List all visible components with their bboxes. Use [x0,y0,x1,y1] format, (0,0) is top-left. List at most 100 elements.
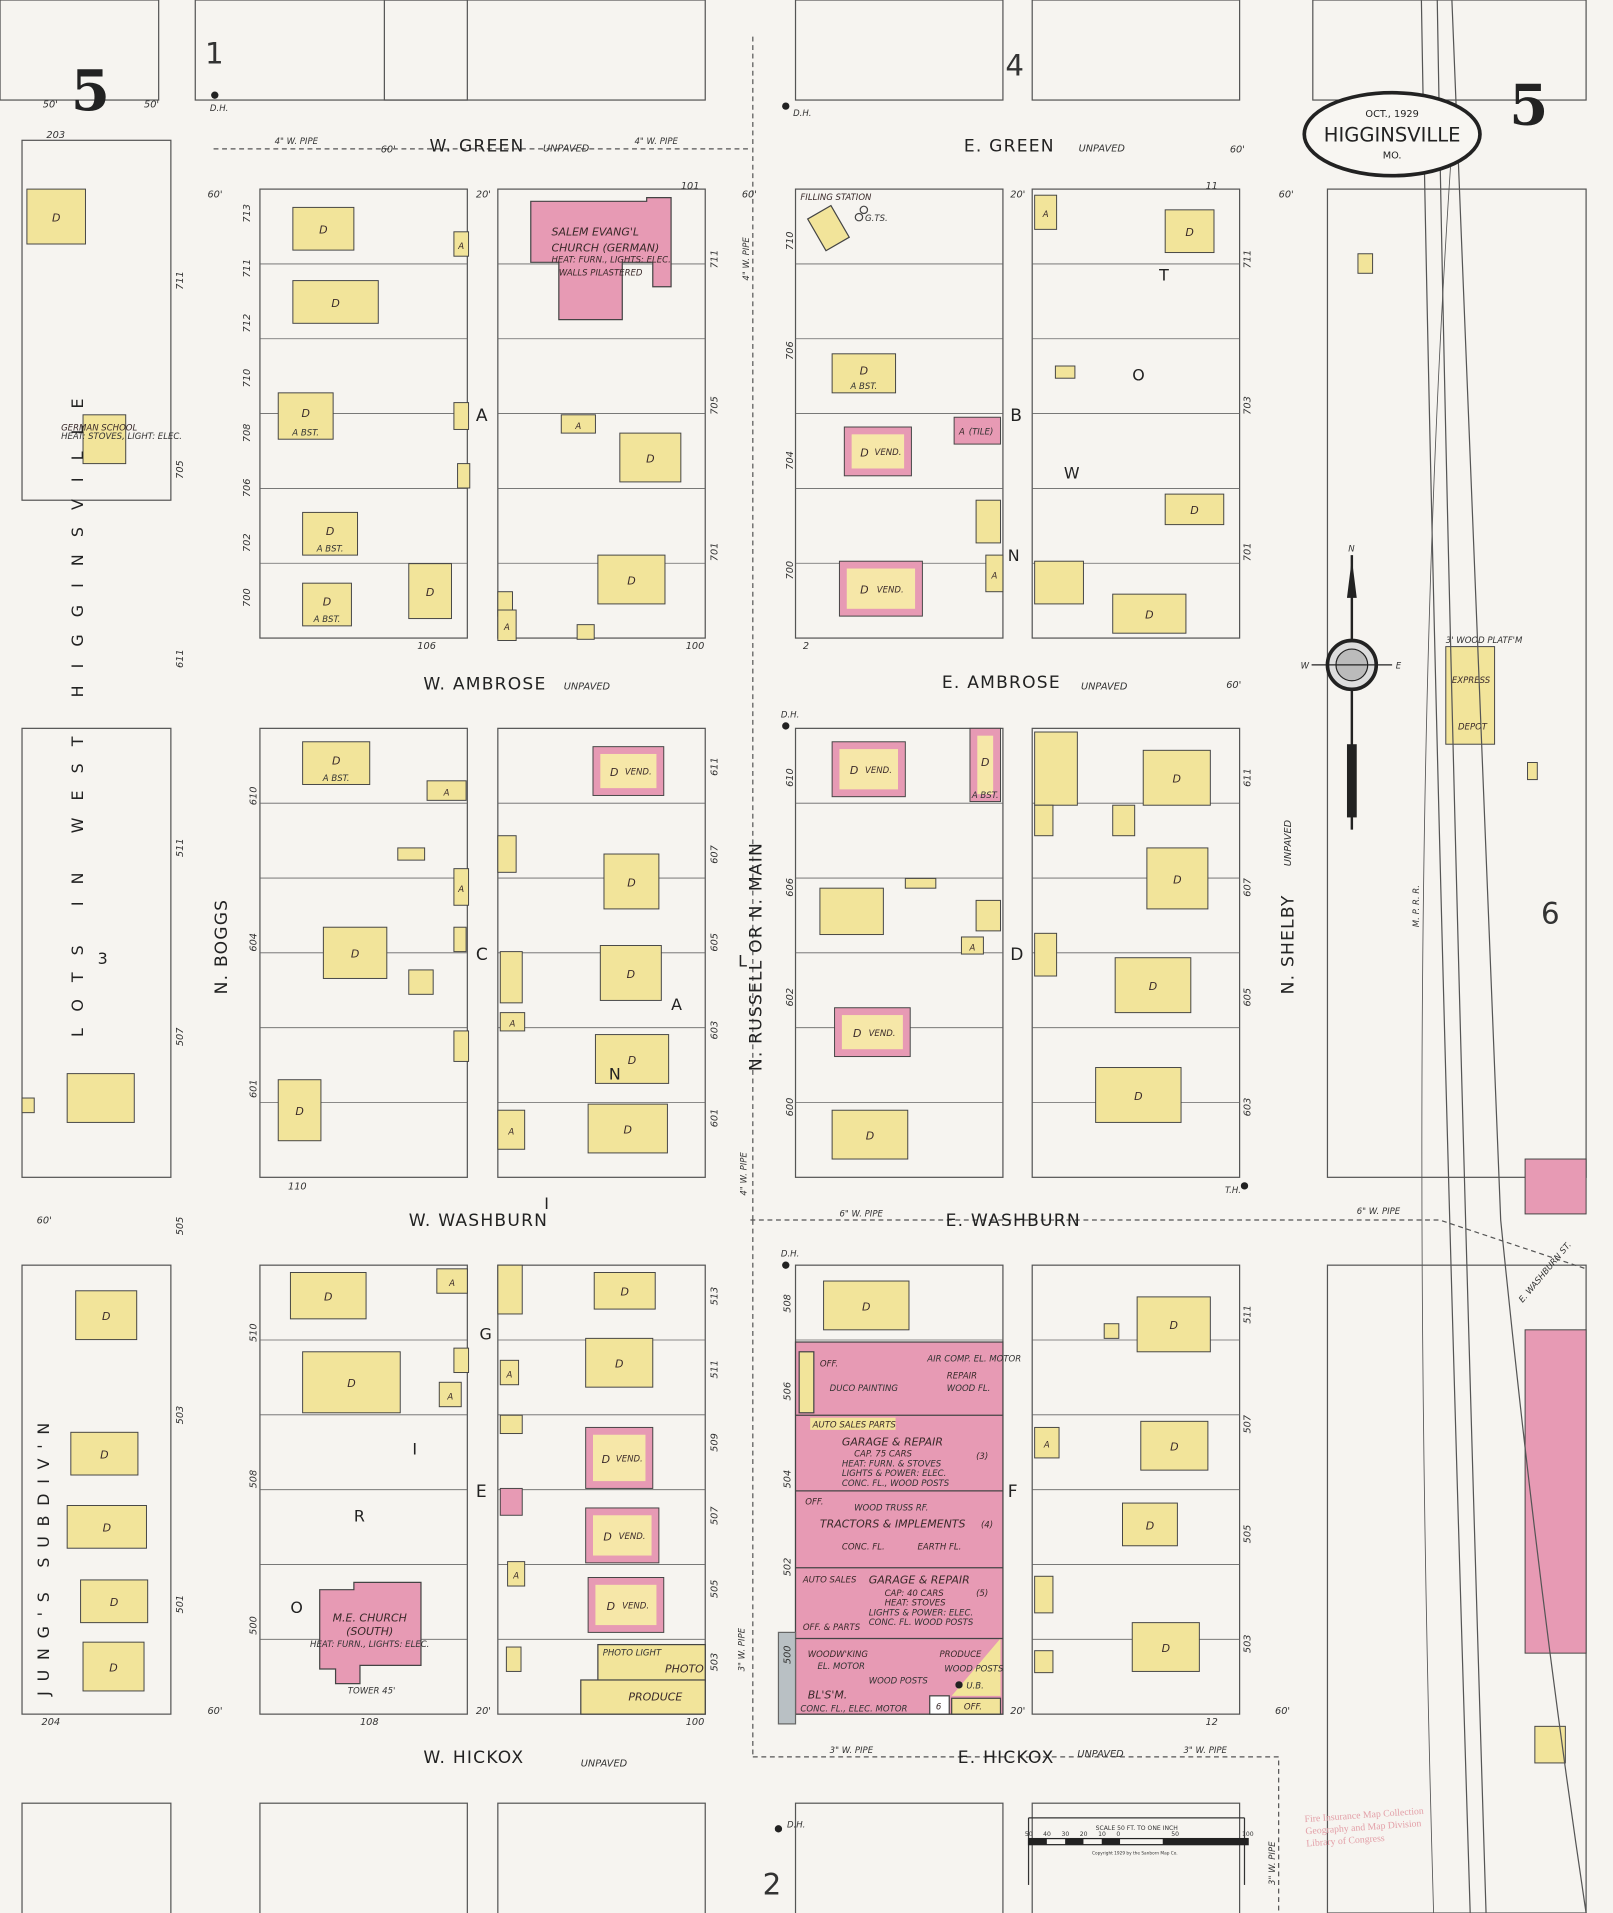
dwelling-mark: D [323,596,331,609]
building-label: PHOTO [665,1663,704,1676]
svg-text:50: 50 [1171,1831,1179,1838]
frame-building [1527,762,1538,781]
street-e-green: E. GREEN [964,136,1055,156]
water-pipes [213,36,1587,1913]
building-label: LIGHTS & POWER: ELEC. [842,1469,946,1479]
house-number: 704 [785,451,796,470]
frame-building: D [1112,593,1187,634]
svg-text:60': 60' [1275,1706,1290,1717]
brick-building [1524,1329,1587,1654]
svg-text:50: 50 [1025,1831,1033,1838]
svg-text:60': 60' [1226,680,1241,691]
pipe-label: 3" W. PIPE [1268,1841,1278,1885]
dwelling-mark: D [853,1027,861,1040]
dwelling-mark: D [627,968,635,981]
svg-text:50': 50' [144,99,159,110]
dwelling-mark: D [332,754,340,767]
street-w-hickox: W. HICKOX [423,1748,524,1768]
corner-number: 108 [360,1717,379,1728]
house-number: 605 [709,933,720,952]
frame-building: DA BST. [302,582,352,627]
dwelling-mark: D [52,211,60,224]
frame-building: D [587,1103,668,1154]
house-number: 503 [709,1653,720,1672]
street-e-washburn: E. WASHBURN [946,1211,1081,1231]
city-block [1326,188,1587,1178]
house-number: 508 [783,1294,794,1313]
house-number: 600 [785,1098,796,1117]
frame-building [1034,731,1078,806]
street-e-ambrose: E. AMBROSE [942,673,1061,693]
dwelling-mark: D [301,407,309,420]
adjoining-sheet[interactable]: 6 [1541,897,1560,931]
frame-building: A [560,414,596,434]
frame-building [1103,1323,1120,1339]
dwelling-mark: D [862,1300,870,1313]
pipe-label: 6" W. PIPE [1357,1207,1401,1217]
dwelling-mark: D [326,525,334,538]
building-label: AUTO SALES [812,1420,867,1430]
house-number: 502 [783,1558,794,1577]
adjoining-sheet[interactable]: 2 [763,1868,782,1902]
building-label: GARAGE & REPAIR [869,1574,970,1587]
dwelling-mark: D [615,1358,623,1371]
dwelling-mark: D [850,764,858,777]
frame-building: A [1034,1426,1060,1459]
dwelling-mark: D [110,1596,118,1609]
svg-text:20': 20' [1010,1706,1025,1717]
frame-building: D [1121,1502,1178,1547]
building-label: CAP. 75 CARS [854,1450,912,1460]
svg-text:40: 40 [1043,1831,1051,1838]
building-label: GERMAN SCHOOL [61,424,137,434]
dwelling-mark: D [102,1310,110,1323]
frame-building: D [831,1109,909,1160]
veneered-mark: VEND. [625,768,652,778]
dwelling-mark: D [866,1130,874,1143]
house-number: 505 [709,1580,720,1599]
svg-text:LOTS IN WEST HIGGINSVILLE: LOTS IN WEST HIGGINSVILLE [68,381,87,1037]
dwelling-mark: D [646,452,654,465]
frame-building: A [507,1561,526,1587]
frame-building: D [1114,957,1192,1014]
title-cartouche: OCT., 1929 HIGGINSVILLE MO. [1302,90,1482,178]
frame-building: A [436,1268,468,1294]
house-number: 711 [175,271,186,290]
house-number: 700 [785,561,796,580]
house-number: 505 [1243,1525,1254,1544]
area-letter: O [290,1598,302,1617]
frame-building: D [292,206,355,251]
svg-text:30: 30 [1061,1831,1069,1838]
adjoining-sheet[interactable]: 4 [1005,49,1024,83]
house-number: 705 [175,460,186,479]
city-block [21,139,172,501]
railroad-tracks [1420,0,1587,1913]
building-label: REPAIR [947,1372,977,1382]
building-label: CAP: 40 CARS [885,1589,945,1599]
house-number: 507 [709,1506,720,1525]
building-label: AIR COMP. EL. MOTOR [926,1355,1021,1365]
frame-building [453,402,470,430]
dwelling-mark: D [610,766,618,779]
building-label: CHURCH (GERMAN) [552,241,660,254]
building-label: WOOD TRUSS RF. [854,1503,928,1513]
building-label: CONC. FL., ELEC. MOTOR [800,1705,907,1715]
auto-mark: A [506,1370,513,1380]
dwelling-mark: D [860,446,868,459]
map-date: OCT., 1929 [1365,109,1418,120]
frame-building [497,835,517,873]
city-block [1031,1802,1241,1913]
adjoining-sheet[interactable]: 1 [205,36,224,70]
auto-mark: A [574,422,581,432]
auto-mark: A [509,1020,516,1030]
auto-mark: A [457,885,464,895]
me-church-building [319,1581,422,1685]
building-label: (SOUTH) [346,1625,393,1638]
svg-text:UNPAVED: UNPAVED [1283,819,1294,866]
dwelling-mark: D [426,586,434,599]
